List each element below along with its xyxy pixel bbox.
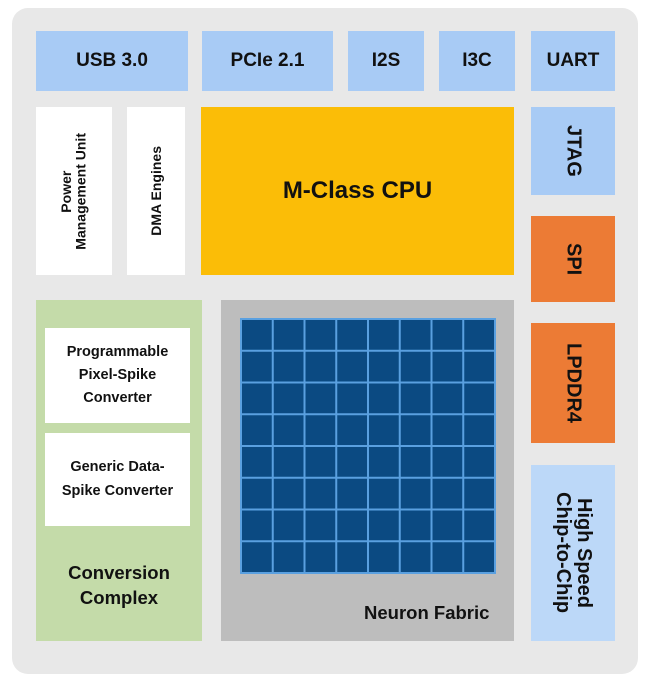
uart-label: UART <box>546 50 600 71</box>
data-spike-converter-label: Generic Data- Spike Converter <box>61 459 174 499</box>
neuron-core-cell <box>242 320 272 350</box>
neuron-core-cell <box>273 383 304 414</box>
neuron-core-cell <box>369 320 399 350</box>
neuron-core-cell <box>432 415 463 445</box>
neuron-core-cell <box>432 383 463 414</box>
uart-block: UART <box>531 31 615 91</box>
neuron-core-cell <box>369 351 399 382</box>
neuron-core-cell <box>400 510 431 541</box>
power-management-block: Power Management Unit <box>36 107 112 275</box>
neuron-core-cell <box>369 447 399 477</box>
neuron-core-cell <box>432 510 463 541</box>
usb-label: USB 3.0 <box>76 50 148 71</box>
neuron-core-cell <box>369 415 399 445</box>
neuron-core-cell <box>400 542 431 572</box>
neuron-core-cell <box>305 415 336 445</box>
neuron-core-cell <box>337 478 367 509</box>
neuron-core-cell <box>432 351 463 382</box>
pixel-spike-converter-label: Programmable Pixel-Spike Converter <box>66 343 169 407</box>
neuron-core-cell <box>305 447 336 477</box>
chip-to-chip-block: High Speed Chip-to-Chip <box>531 465 615 641</box>
neuron-core-cell <box>369 383 399 414</box>
neuron-core-cell <box>464 351 494 382</box>
conversion-complex-title: Conversion Complex <box>68 562 170 608</box>
neuron-core-cell <box>369 510 399 541</box>
neuron-core-cell <box>273 510 304 541</box>
neuron-core-cell <box>305 351 336 382</box>
neuron-core-cell <box>400 351 431 382</box>
neuron-core-cell <box>337 320 367 350</box>
neuron-core-cell <box>337 383 367 414</box>
neuron-core-cell <box>337 351 367 382</box>
neuron-core-cell <box>242 383 272 414</box>
neuron-core-cell <box>464 542 494 572</box>
neuron-core-cell <box>305 478 336 509</box>
neuron-core-cell <box>464 447 494 477</box>
usb-block: USB 3.0 <box>36 31 188 91</box>
neuron-core-cell <box>464 415 494 445</box>
neuron-core-grid <box>240 318 496 574</box>
neuron-core-cell <box>400 478 431 509</box>
spi-block: SPI <box>531 216 615 302</box>
neuron-core-cell <box>273 478 304 509</box>
neuron-core-cell <box>242 351 272 382</box>
neuron-core-cell <box>305 542 336 572</box>
pixel-spike-converter-block: Programmable Pixel-Spike Converter <box>45 328 190 423</box>
neuron-core-cell <box>337 510 367 541</box>
i3c-label: I3C <box>462 50 492 71</box>
neuron-core-cell <box>400 383 431 414</box>
neuron-core-cell <box>242 478 272 509</box>
lpddr4-label: LPDDR4 <box>562 342 585 423</box>
pcie-label: PCIe 2.1 <box>230 50 305 71</box>
lpddr4-block: LPDDR4 <box>531 323 615 443</box>
neuron-core-cell <box>273 351 304 382</box>
neuron-fabric-label: Neuron Fabric <box>364 602 490 623</box>
neuron-core-cell <box>337 447 367 477</box>
data-spike-converter-block: Generic Data- Spike Converter <box>45 433 190 526</box>
neuron-core-cell <box>369 478 399 509</box>
neuron-core-cell <box>305 510 336 541</box>
dma-engines-label: DMA Engines <box>147 146 164 236</box>
jtag-label: JTAG <box>562 125 585 177</box>
i3c-block: I3C <box>439 31 515 91</box>
neuron-core-cell <box>305 383 336 414</box>
neuron-core-cell <box>305 320 336 350</box>
neuron-core-cell <box>400 415 431 445</box>
neuron-core-cell <box>242 542 272 572</box>
neuron-core-cell <box>432 447 463 477</box>
conversion-complex-title-box: Conversion Complex <box>36 555 202 617</box>
neuron-core-cell <box>400 447 431 477</box>
neuron-core-cell <box>242 415 272 445</box>
neuron-core-cell <box>242 510 272 541</box>
neuron-core-cell <box>337 542 367 572</box>
neuron-core-cell <box>464 478 494 509</box>
neuron-core-cell <box>273 542 304 572</box>
neuron-core-cell <box>242 447 272 477</box>
pcie-block: PCIe 2.1 <box>202 31 333 91</box>
chip-to-chip-label: High Speed Chip-to-Chip <box>552 492 595 614</box>
power-management-label: Power Management Unit <box>58 132 89 250</box>
cpu-block: M-Class CPU <box>201 107 514 275</box>
neuron-core-cell <box>464 320 494 350</box>
neuron-core-cell <box>337 415 367 445</box>
neuron-core-cell <box>432 542 463 572</box>
neuron-core-cell <box>432 320 463 350</box>
neuron-core-cell <box>400 320 431 350</box>
neuron-core-cell <box>432 478 463 509</box>
neuron-core-cell <box>273 320 304 350</box>
i2s-label: I2S <box>371 50 401 71</box>
jtag-block: JTAG <box>531 107 615 195</box>
i2s-block: I2S <box>348 31 424 91</box>
neuron-core-cell <box>273 415 304 445</box>
dma-engines-block: DMA Engines <box>127 107 185 275</box>
neuron-core-cell <box>273 447 304 477</box>
neuron-core-cell <box>369 542 399 572</box>
spi-label: SPI <box>562 242 585 276</box>
neuron-core-cell <box>464 383 494 414</box>
cpu-label: M-Class CPU <box>282 177 433 204</box>
neuron-core-cell <box>464 510 494 541</box>
